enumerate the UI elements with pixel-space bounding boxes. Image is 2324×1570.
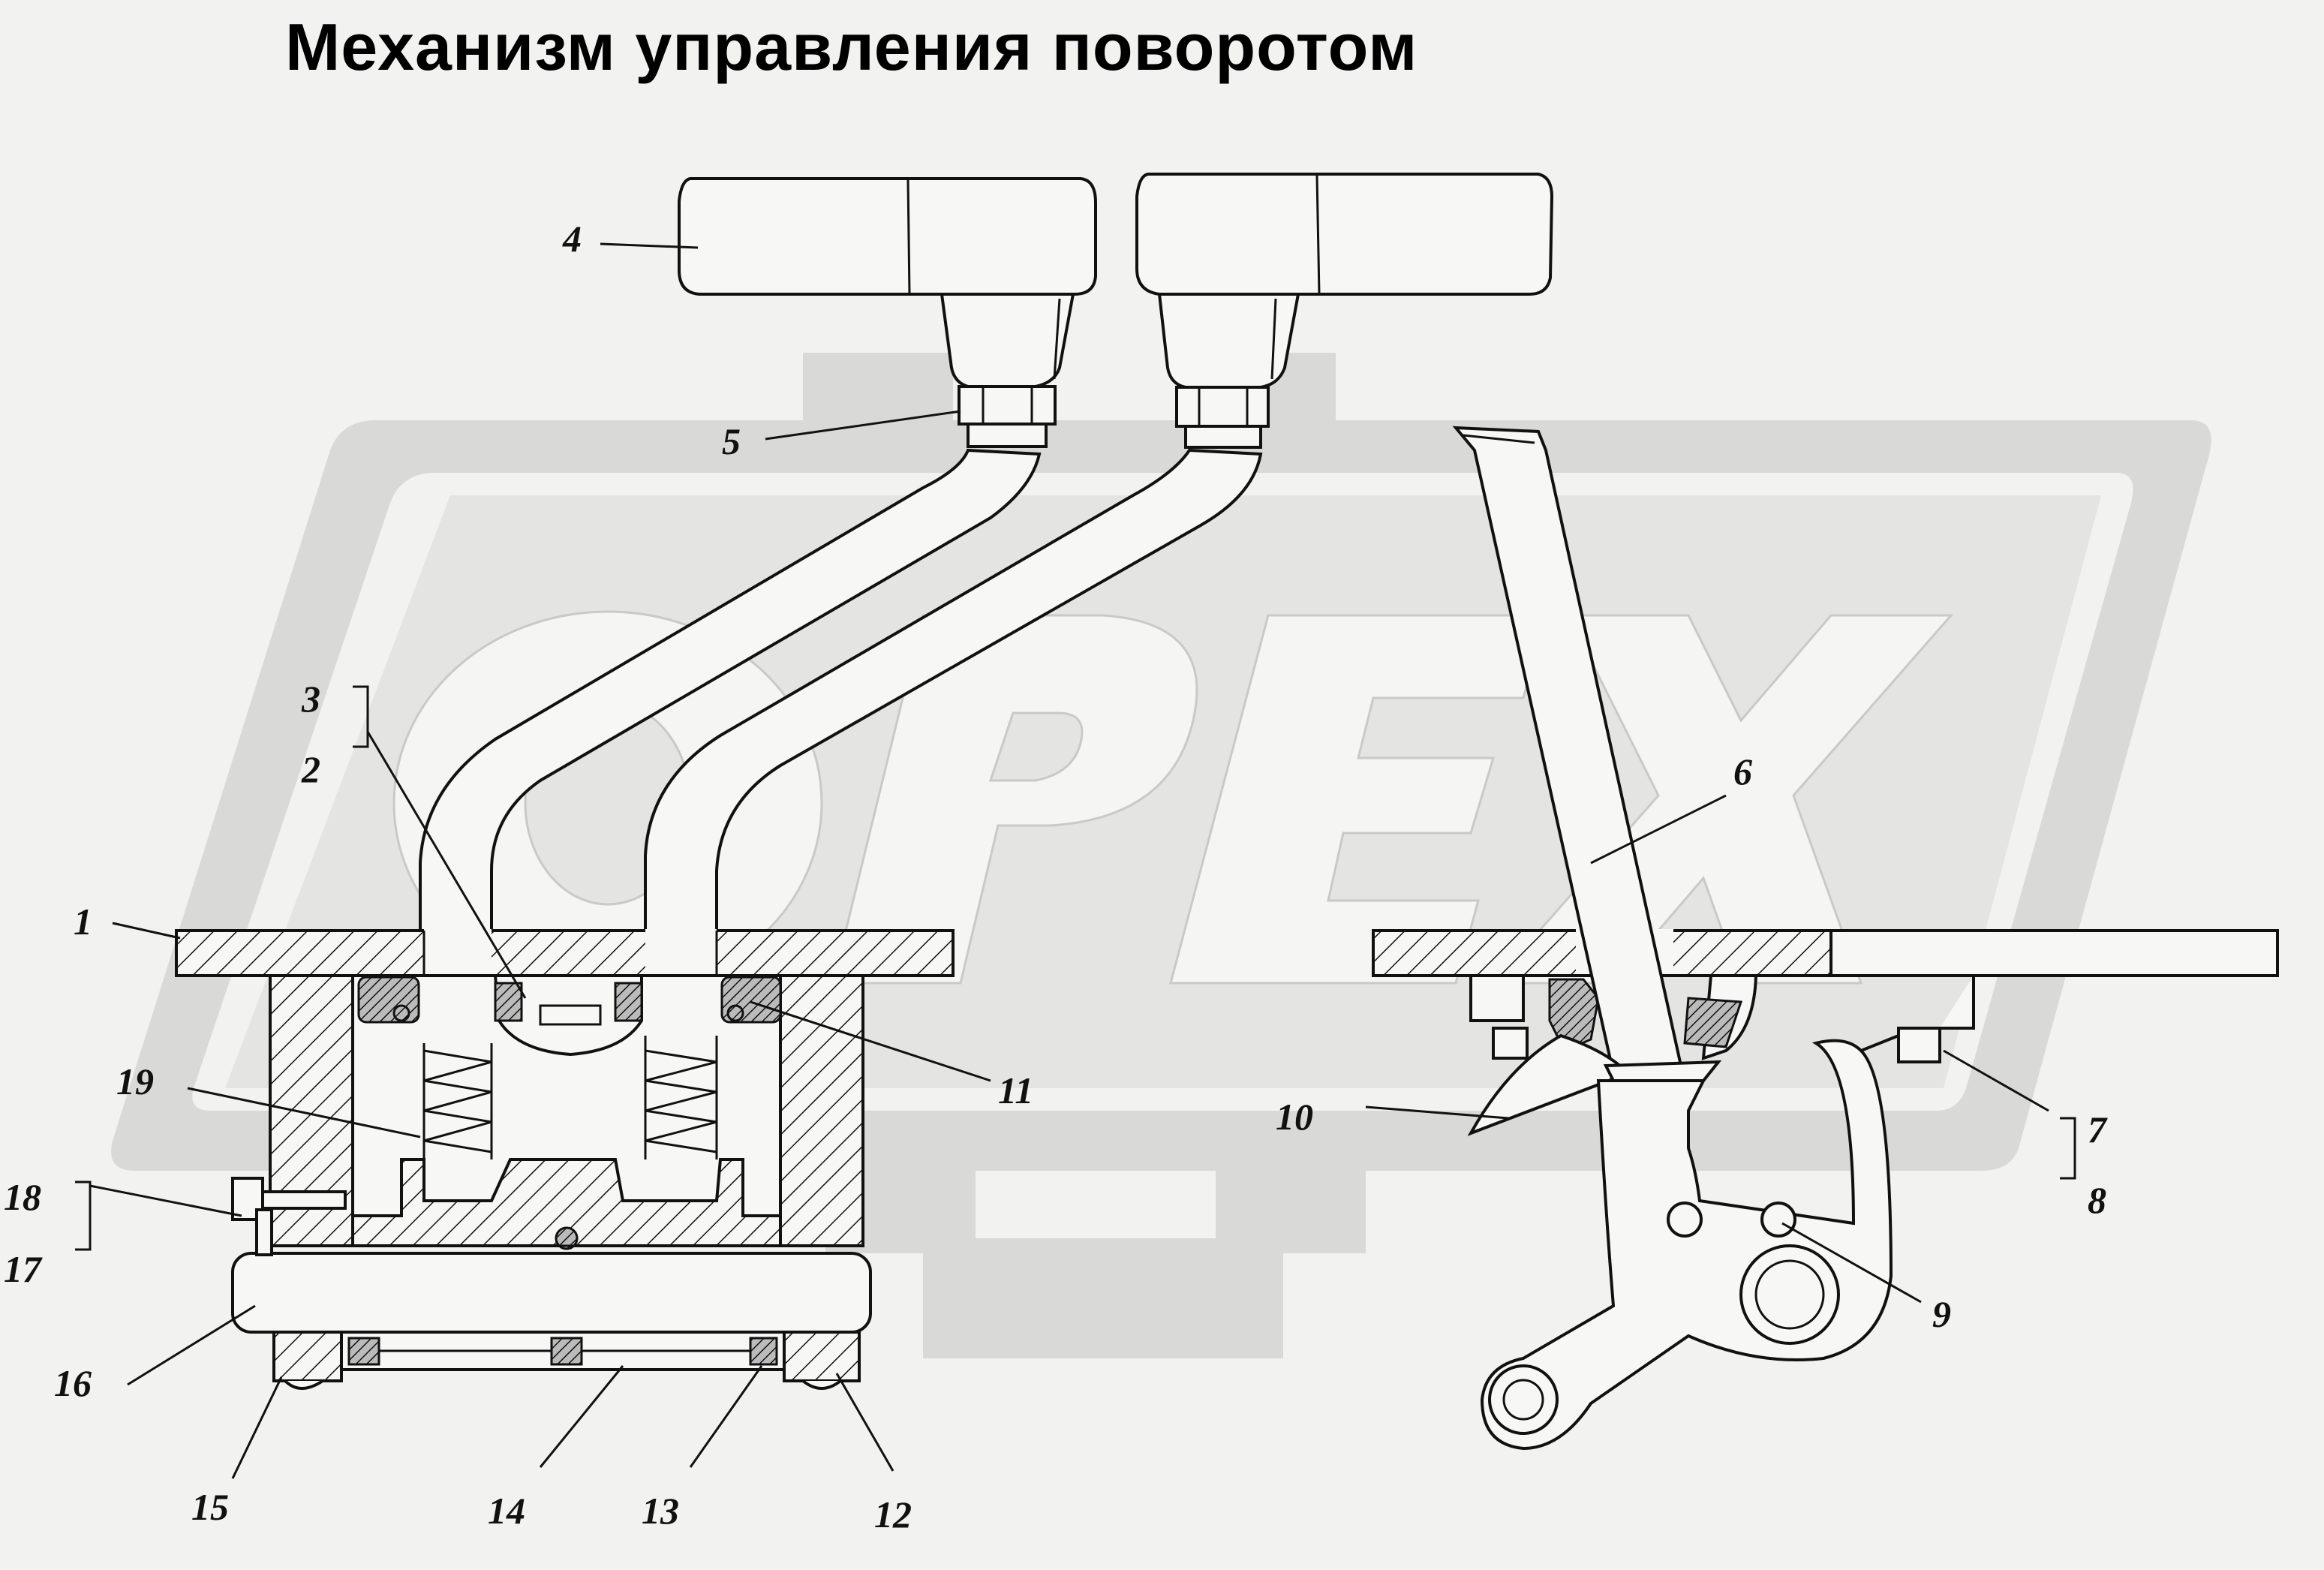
callout-10: 10 <box>1276 1096 1313 1138</box>
watermark-frame <box>111 420 2211 1171</box>
callout-5: 5 <box>722 420 741 462</box>
left-lever-assembly <box>175 173 1554 1390</box>
callout-15: 15 <box>191 1486 229 1528</box>
nut-bracket-left <box>1492 1027 1529 1060</box>
callout-18: 18 <box>4 1176 41 1218</box>
callout-3: 3 <box>301 678 320 720</box>
callout-11: 11 <box>998 1069 1033 1111</box>
callout-4: 4 <box>562 218 582 260</box>
arm-bolt-left <box>1667 1202 1703 1238</box>
arm-bolt-right <box>1760 1202 1796 1238</box>
steering-arm <box>1480 1039 1893 1451</box>
lever-rod-right <box>644 448 1263 947</box>
leader-lines <box>75 242 2076 1479</box>
nut-bracket-right <box>1897 1027 1941 1063</box>
callout-labels: 1 2 3 4 5 6 7 8 9 10 11 12 13 14 15 16 1… <box>4 218 2108 1535</box>
bolt-body <box>261 1190 347 1210</box>
lower-housing <box>272 1331 343 1382</box>
nut-right <box>1175 386 1270 428</box>
piston-base <box>351 1158 782 1247</box>
callout-9: 9 <box>1932 1293 1951 1335</box>
callout-2: 2 <box>301 748 320 790</box>
diagram-title: Механизм управления поворотом <box>285 10 1418 84</box>
callout-1: 1 <box>74 901 92 943</box>
callout-16: 16 <box>54 1362 92 1404</box>
seal-left <box>357 976 420 1024</box>
callout-6: 6 <box>1733 750 1752 793</box>
callout-14: 14 <box>488 1490 525 1532</box>
callout-12: 12 <box>874 1493 912 1535</box>
right-pedal-assembly <box>1372 426 2279 1451</box>
callout-13: 13 <box>642 1490 679 1532</box>
spring-right <box>644 1036 718 1159</box>
watermark-letters <box>392 610 1954 996</box>
center-pivot-block <box>493 974 643 1057</box>
callout-8: 8 <box>2088 1179 2106 1221</box>
seal-right <box>720 976 782 1024</box>
plate-left <box>175 929 955 977</box>
nut-left <box>958 385 1057 426</box>
pivot-fork <box>1467 1033 1631 1136</box>
callout-7: 7 <box>2088 1108 2108 1150</box>
handle-left <box>678 177 1097 296</box>
shaft <box>231 1252 872 1334</box>
spring-left <box>422 1043 493 1159</box>
handle-right <box>1135 173 1554 296</box>
callout-17: 17 <box>4 1248 43 1290</box>
callout-19: 19 <box>116 1060 154 1102</box>
